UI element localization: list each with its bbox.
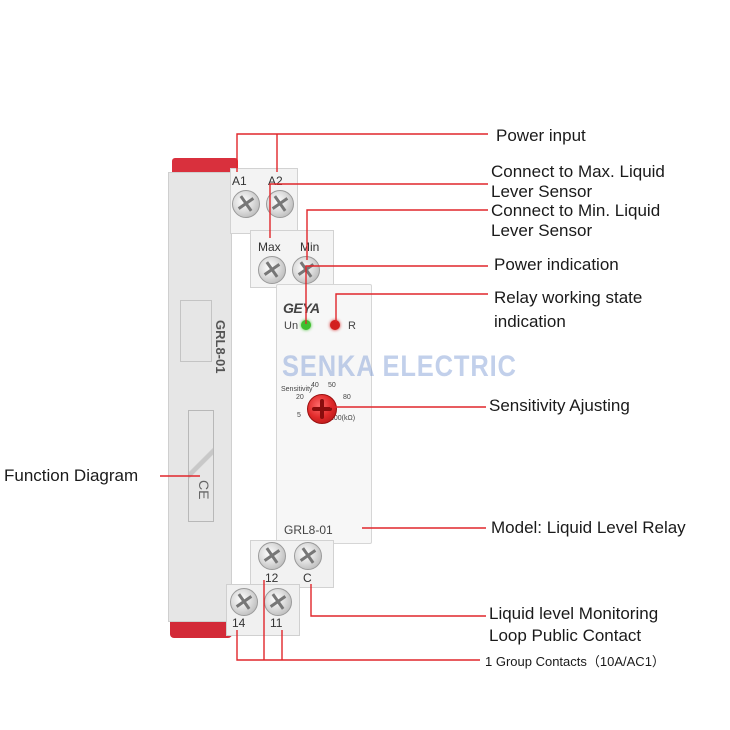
dial-mark-5: 5 (297, 412, 301, 419)
callout-group-contacts: 1 Group Contacts（10A/AC1） (485, 654, 665, 669)
screw-a1 (232, 190, 260, 218)
line-power-indication (305, 265, 488, 324)
terminal-max-label: Max (258, 240, 281, 254)
screw-14 (230, 588, 258, 616)
brand-logo: GEYA (283, 300, 320, 316)
screw-max (258, 256, 286, 284)
callout-model: Model: Liquid Level Relay (491, 518, 686, 537)
line-max (269, 183, 488, 238)
dial-mark-50: 50 (328, 382, 336, 389)
terminal-14-label: 14 (232, 616, 246, 630)
line-power-input (236, 133, 488, 172)
line-relay-state (335, 293, 488, 322)
terminal-11-label: 11 (270, 616, 283, 630)
dial-mark-100: 100(kΩ) (330, 415, 356, 422)
line-min (306, 209, 488, 260)
callout-monitoring-line2: Loop Public Contact (489, 626, 642, 645)
screw-11 (264, 588, 292, 616)
dial-title: Sensitivity (281, 386, 313, 393)
terminal-a1-label: A1 (232, 174, 247, 188)
line-monitoring (310, 584, 486, 617)
callout-relay-state-line1: Relay working state (494, 288, 643, 307)
callout-power-input: Power input (496, 126, 586, 145)
side-function-diagram (188, 410, 214, 522)
dial-mark-40: 40 (311, 382, 319, 389)
callout-relay-state-line2: indication (494, 312, 566, 331)
led-r (330, 320, 340, 330)
watermark: SENKA ELECTRIC (282, 350, 517, 383)
screw-c (294, 542, 322, 570)
side-panel (168, 172, 232, 622)
callout-connect-max-line2: Lever Sensor (491, 182, 593, 201)
callout-sensitivity: Sensitivity Ajusting (489, 396, 630, 415)
terminal-c-label: C (303, 571, 312, 585)
line-group-contacts (236, 630, 480, 661)
callout-function-diagram: Function Diagram (4, 466, 139, 485)
terminal-min-label: Min (300, 240, 320, 254)
dial-mark-80: 80 (343, 394, 351, 401)
screw-12 (258, 542, 286, 570)
top-din-clip (172, 158, 238, 174)
callout-connect-min-line2: Lever Sensor (491, 221, 593, 240)
terminal-12-label: 12 (265, 571, 279, 585)
callout-connect-max-line1: Connect to Max. Liquid (491, 162, 665, 181)
dial-mark-20: 20 (296, 394, 304, 401)
led-un (301, 320, 311, 330)
led-un-label: Un (284, 320, 299, 332)
led-r-label: R (348, 320, 356, 332)
knob-slot-icon-cross (312, 407, 332, 411)
front-model-label: GRL8-01 (284, 523, 333, 537)
callout-power-indication: Power indication (494, 255, 619, 274)
side-wiring-diagram (180, 300, 212, 362)
sensitivity-knob[interactable] (307, 394, 337, 424)
callout-connect-min-line1: Connect to Min. Liquid (491, 201, 661, 220)
callout-monitoring-line1: Liquid level Monitoring (489, 604, 659, 623)
bottom-din-clip (170, 618, 232, 638)
